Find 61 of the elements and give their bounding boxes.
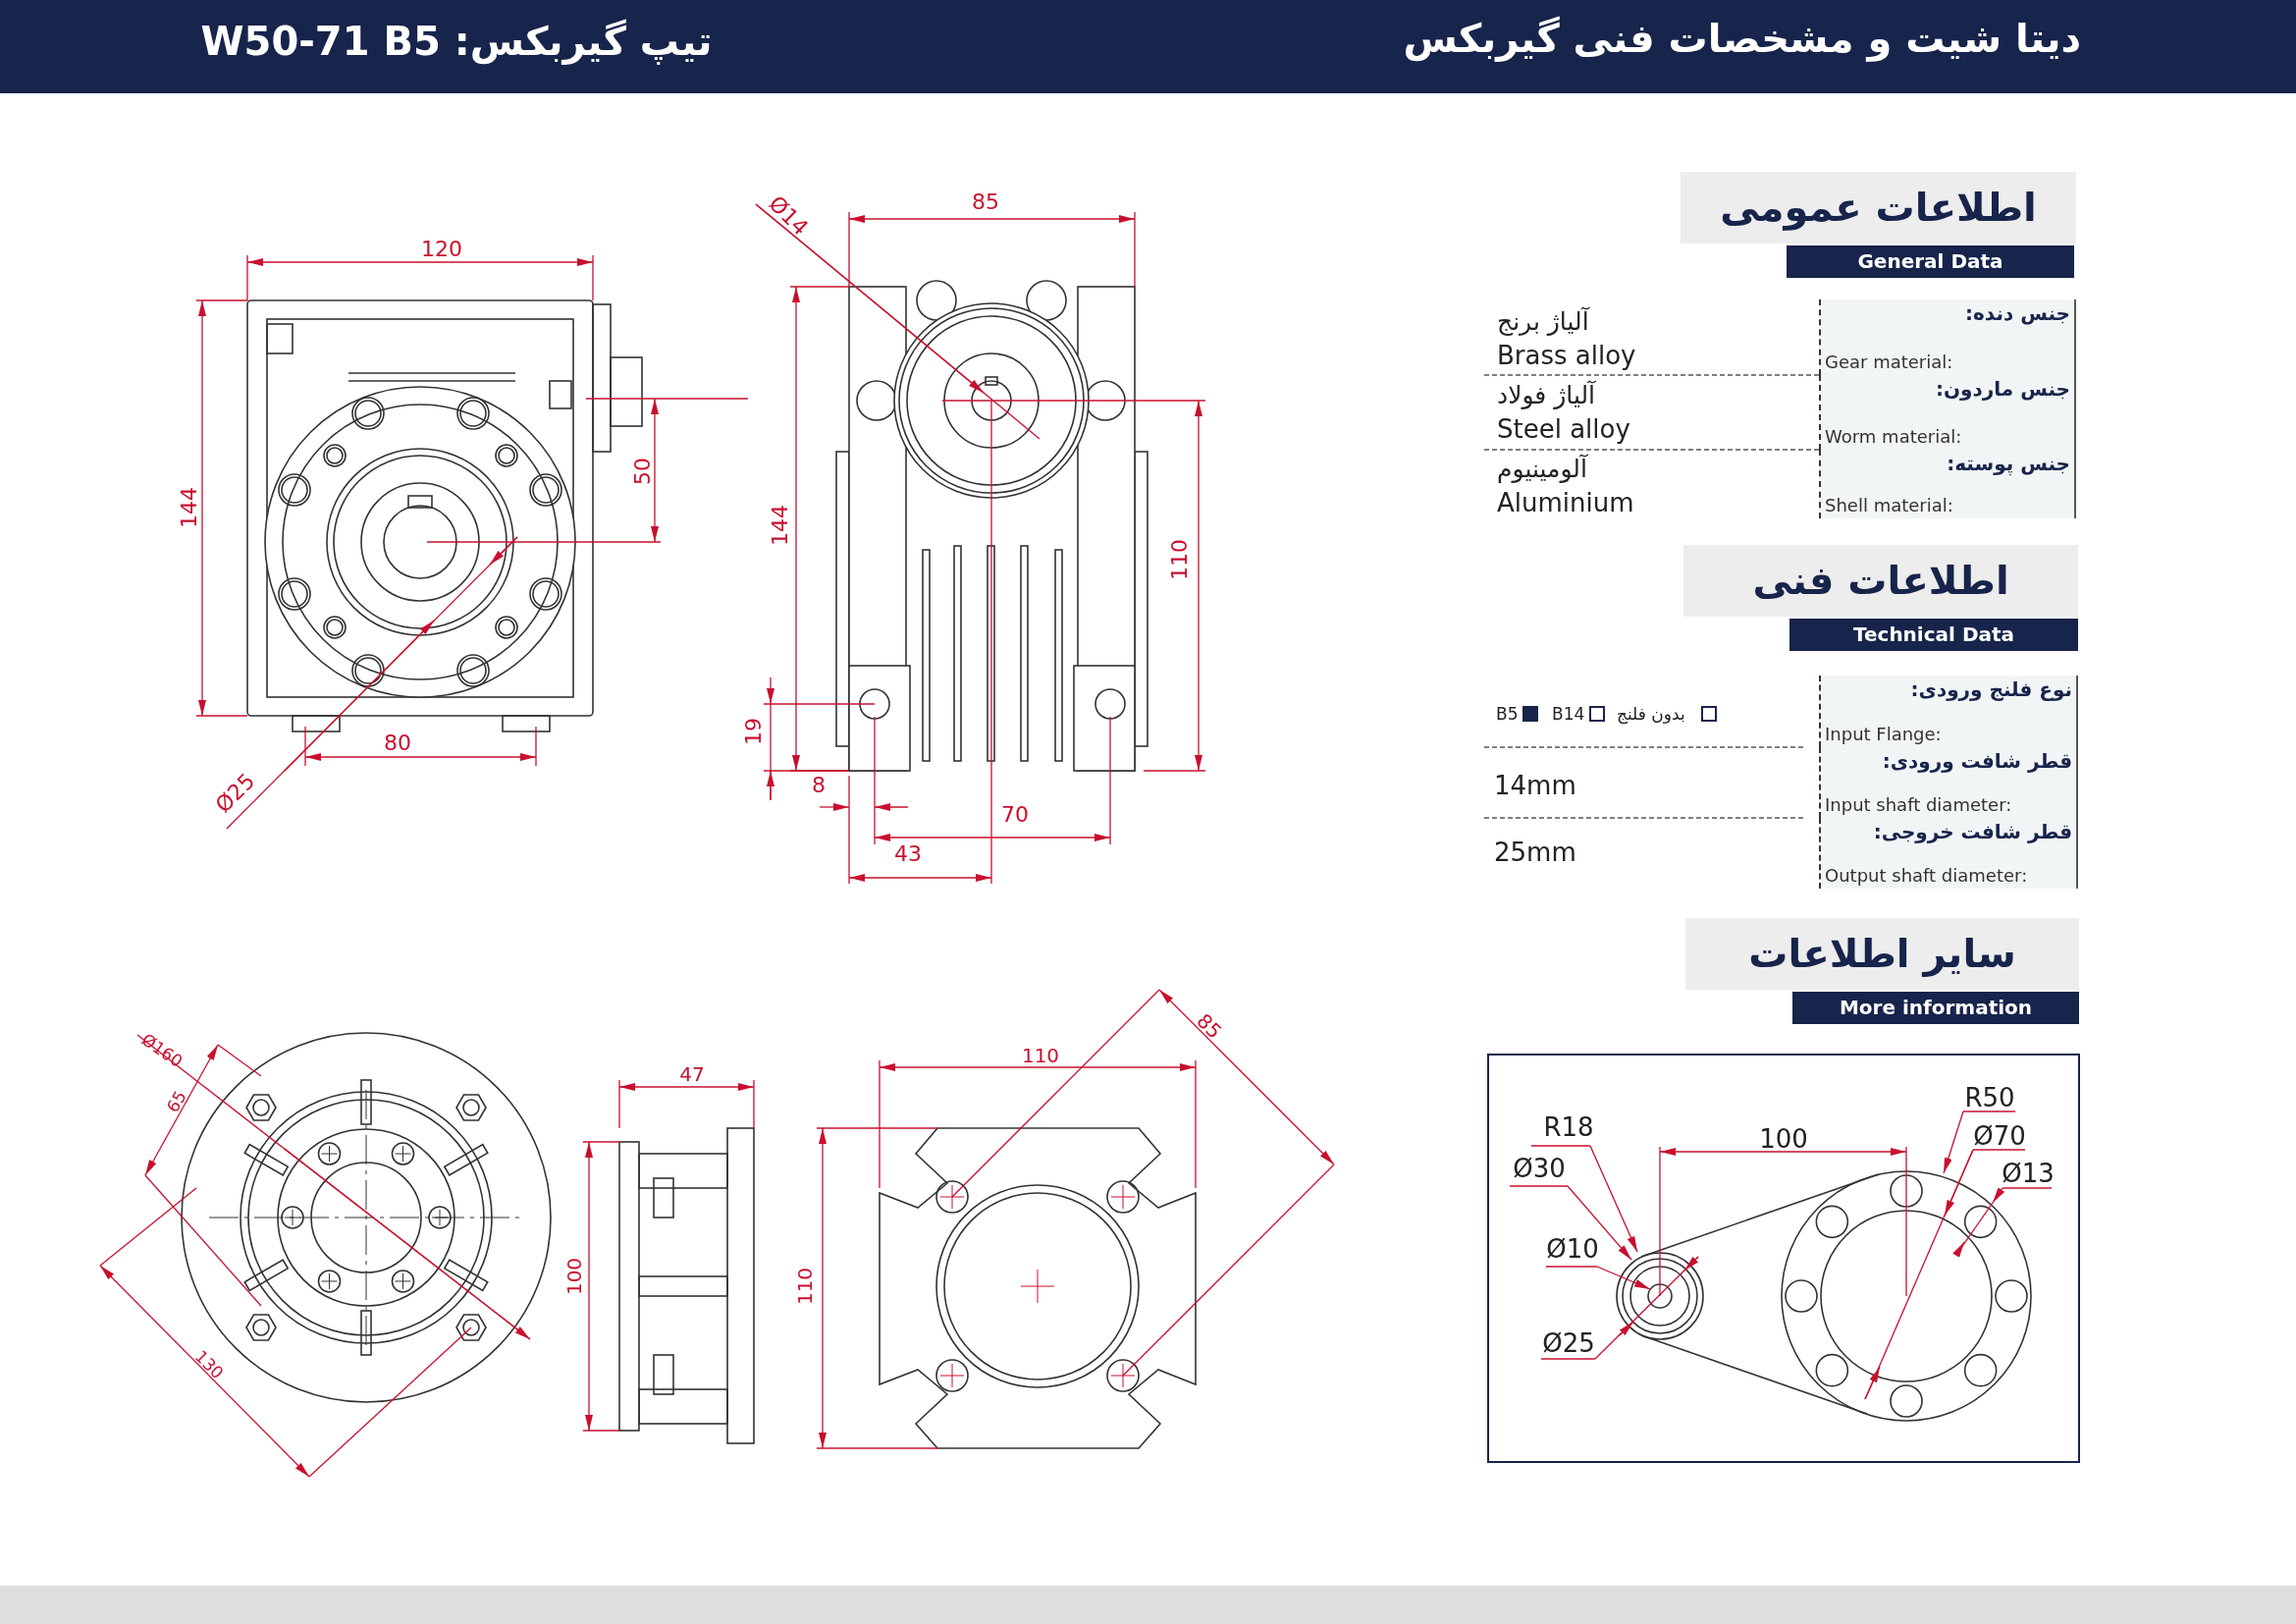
dimension-label: 80 — [384, 731, 411, 756]
row-label: قطر شافت خروجی: — [1873, 820, 2072, 843]
dimension-label: Ø30 — [1513, 1154, 1566, 1183]
table-cell — [1819, 450, 2076, 518]
dimension-label: 130 — [190, 1346, 228, 1383]
section-subheading: General Data — [1787, 245, 2074, 278]
row-label: قطر شافت ورودی: — [1882, 749, 2072, 773]
dimension-label: 120 — [421, 237, 462, 262]
value-text: Steel alloy — [1497, 414, 1630, 444]
row-label: Shell material: — [1825, 495, 1953, 515]
dimension-label: 85 — [1193, 1009, 1226, 1043]
dimension-label: 43 — [894, 841, 922, 867]
dimension-label: 144 — [768, 505, 793, 546]
dimension-label: 144 — [177, 487, 202, 528]
value-text: 14mm — [1494, 771, 1576, 800]
dimension-label: R50 — [1964, 1083, 2015, 1112]
dimension-label: 47 — [679, 1063, 705, 1085]
section-heading: سایر اطلاعات — [1685, 918, 2079, 990]
value-text: آلومینیوم — [1497, 456, 1587, 483]
dimension-label: 70 — [1001, 802, 1029, 828]
row-label: Input Flange: — [1825, 724, 1942, 744]
option-label: بدون فلنج — [1617, 704, 1685, 724]
section-heading: اطلاعات فنی — [1683, 545, 2078, 617]
option-label: B14 — [1552, 704, 1585, 724]
row-label: جنس دنده: — [1965, 301, 2070, 325]
section-heading: اطلاعات عمومی — [1681, 172, 2076, 244]
dimension-label: Ø70 — [1973, 1121, 2026, 1151]
dimension-label: 8 — [812, 773, 826, 798]
dimension-label: Ø10 — [1546, 1234, 1599, 1264]
dimension-label: 50 — [630, 458, 656, 485]
value-text: آلیاژ فولاد — [1497, 382, 1595, 409]
table-cell — [1819, 299, 2076, 375]
subtitle: تیپ گیربکس: W50-71 B5 — [200, 20, 713, 63]
row-label: Gear material: — [1825, 352, 1953, 372]
table-cell — [1819, 676, 2078, 747]
row-label: جنس پوسته: — [1947, 452, 2070, 475]
dimension-label: 110 — [794, 1267, 816, 1306]
dimension-label: 85 — [972, 189, 999, 215]
dimension-label: R18 — [1543, 1112, 1594, 1142]
value-text: Aluminium — [1497, 488, 1634, 517]
dimension-label: 100 — [563, 1257, 585, 1296]
option-label: B5 — [1496, 704, 1519, 724]
dimension-label: 110 — [1021, 1045, 1060, 1066]
dimension-label: Ø25 — [1542, 1328, 1595, 1358]
value-text: Brass alloy — [1497, 341, 1636, 370]
dimension-label: Ø13 — [2002, 1159, 2055, 1188]
dimension-label: 65 — [163, 1087, 190, 1116]
value-text: 25mm — [1494, 838, 1576, 867]
row-label: جنس ماردون: — [1936, 377, 2070, 401]
dimension-label: 19 — [741, 718, 767, 745]
row-label: نوع فلنج ورودی: — [1910, 677, 2072, 701]
value-text: آلیاژ برنج — [1497, 308, 1589, 336]
table-cell — [1819, 818, 2078, 889]
section-subheading: More information — [1792, 992, 2079, 1024]
dimension-label: 110 — [1167, 539, 1193, 580]
row-label: Output shaft diameter: — [1825, 865, 2028, 886]
row-label: Worm material: — [1825, 426, 1962, 447]
dimension-label: 100 — [1759, 1124, 1808, 1154]
title: دیتا شیت و مشخصات فنی گیربکس — [1403, 16, 2081, 61]
row-label: Input shaft diameter: — [1825, 794, 2012, 815]
section-subheading: Technical Data — [1789, 619, 2078, 651]
